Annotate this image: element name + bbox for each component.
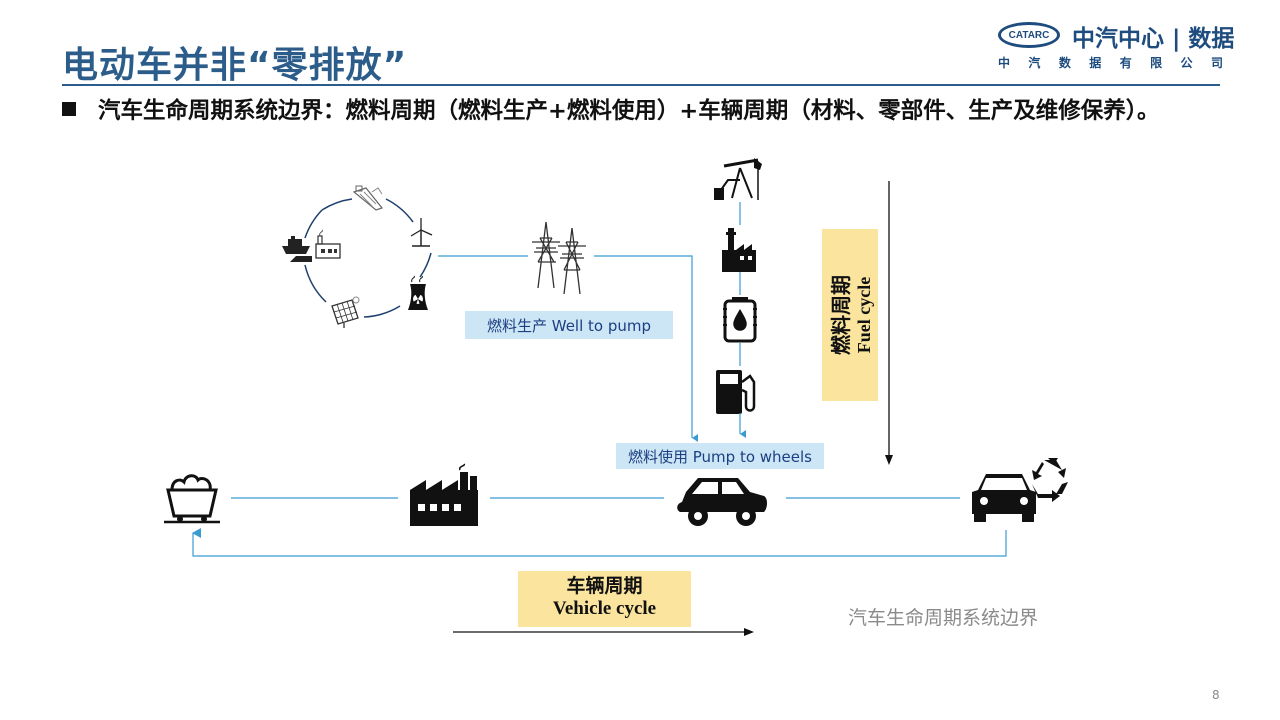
factory-icon — [410, 463, 478, 526]
company-logo: CATARC 中汽中心 | 数据 中 汽 数 据 有 限 公 司 — [998, 18, 1234, 74]
solar-panel-icon — [331, 296, 360, 328]
grid-to-car-arrow — [594, 255, 698, 442]
logo-subtitle-char: 数 — [1058, 56, 1071, 70]
power-tower-icon — [532, 221, 586, 295]
cycle-arc — [304, 264, 327, 303]
recycle-return-arrow — [192, 528, 1007, 557]
page-number: 8 — [1212, 688, 1220, 702]
scrapped-car-icon — [972, 474, 1036, 522]
fuel-pump-icon — [716, 370, 756, 414]
wind-turbine-icon — [410, 218, 433, 247]
fuel-cycle-label-en: Fuel cycle — [854, 276, 874, 354]
fuel-cycle-box — [822, 229, 878, 401]
oil-pumpjack-icon — [714, 158, 762, 200]
cycle-arc — [385, 198, 414, 223]
page-title: 电动车并非“零排放” — [62, 45, 408, 86]
energy-source-cycle — [304, 198, 432, 318]
ore-mine-cart-icon — [164, 474, 220, 524]
system-boundary-label: 汽车生命周期系统边界 — [848, 607, 1039, 629]
cycle-arc — [304, 209, 323, 239]
vehicle-cycle-arrowhead — [744, 628, 754, 636]
refinery-icon — [722, 228, 756, 272]
pump-to-wheels-label: 燃料使用 Pump to wheels — [616, 443, 824, 469]
fuel-cycle-label: 燃料周期 Fuel cycle — [822, 229, 878, 401]
logo-subtitle-char: 据 — [1089, 56, 1102, 70]
vehicle-cycle-box: 车辆周期 Vehicle cycle — [518, 571, 691, 627]
cycle-arc — [363, 305, 401, 318]
title-underline — [62, 84, 1220, 86]
logo-subtitle: 中 汽 数 据 有 限 公 司 — [998, 54, 1223, 71]
hydro-dam-icon — [352, 185, 384, 211]
logo-subtitle-char: 汽 — [1028, 56, 1041, 70]
car-icon — [677, 478, 767, 526]
fuel-cycle-label-cn: 燃料周期 — [829, 275, 853, 355]
bullet-text: 汽车生命周期系统边界：燃料周期（燃料生产+燃料使用）+车辆周期（材料、零部件、生… — [98, 98, 1160, 124]
coal-power-plant-icon — [315, 229, 341, 259]
bullet-point: 汽车生命周期系统边界：燃料周期（燃料生产+燃料使用）+车辆周期（材料、零部件、生… — [62, 97, 1242, 126]
fuel-cycle-arrowhead — [885, 455, 893, 465]
logo-subtitle-char: 中 — [998, 56, 1011, 70]
cycle-arc — [321, 198, 353, 211]
recycle-icon — [1032, 458, 1068, 502]
logo-subtitle-char: 限 — [1150, 56, 1163, 70]
nuclear-plant-icon — [408, 275, 428, 310]
vehicle-cycle-label-cn: 车辆周期 — [566, 575, 643, 597]
ship-icon — [282, 236, 312, 262]
logo-subtitle-char: 有 — [1119, 56, 1132, 70]
well-to-pump-label: 燃料生产 Well to pump — [465, 311, 673, 339]
logo-subtitle-char: 司 — [1210, 56, 1223, 70]
fuel-canister-icon — [723, 297, 757, 343]
logo-subtitle-char: 公 — [1180, 56, 1193, 70]
vehicle-cycle-label-en: Vehicle cycle — [552, 598, 657, 619]
catarc-logo-mark: CATARC — [998, 22, 1060, 48]
cycle-arc — [419, 252, 432, 278]
bullet-square-icon — [62, 102, 76, 116]
logo-company-name: 中汽中心 | 数据 — [1072, 26, 1235, 52]
